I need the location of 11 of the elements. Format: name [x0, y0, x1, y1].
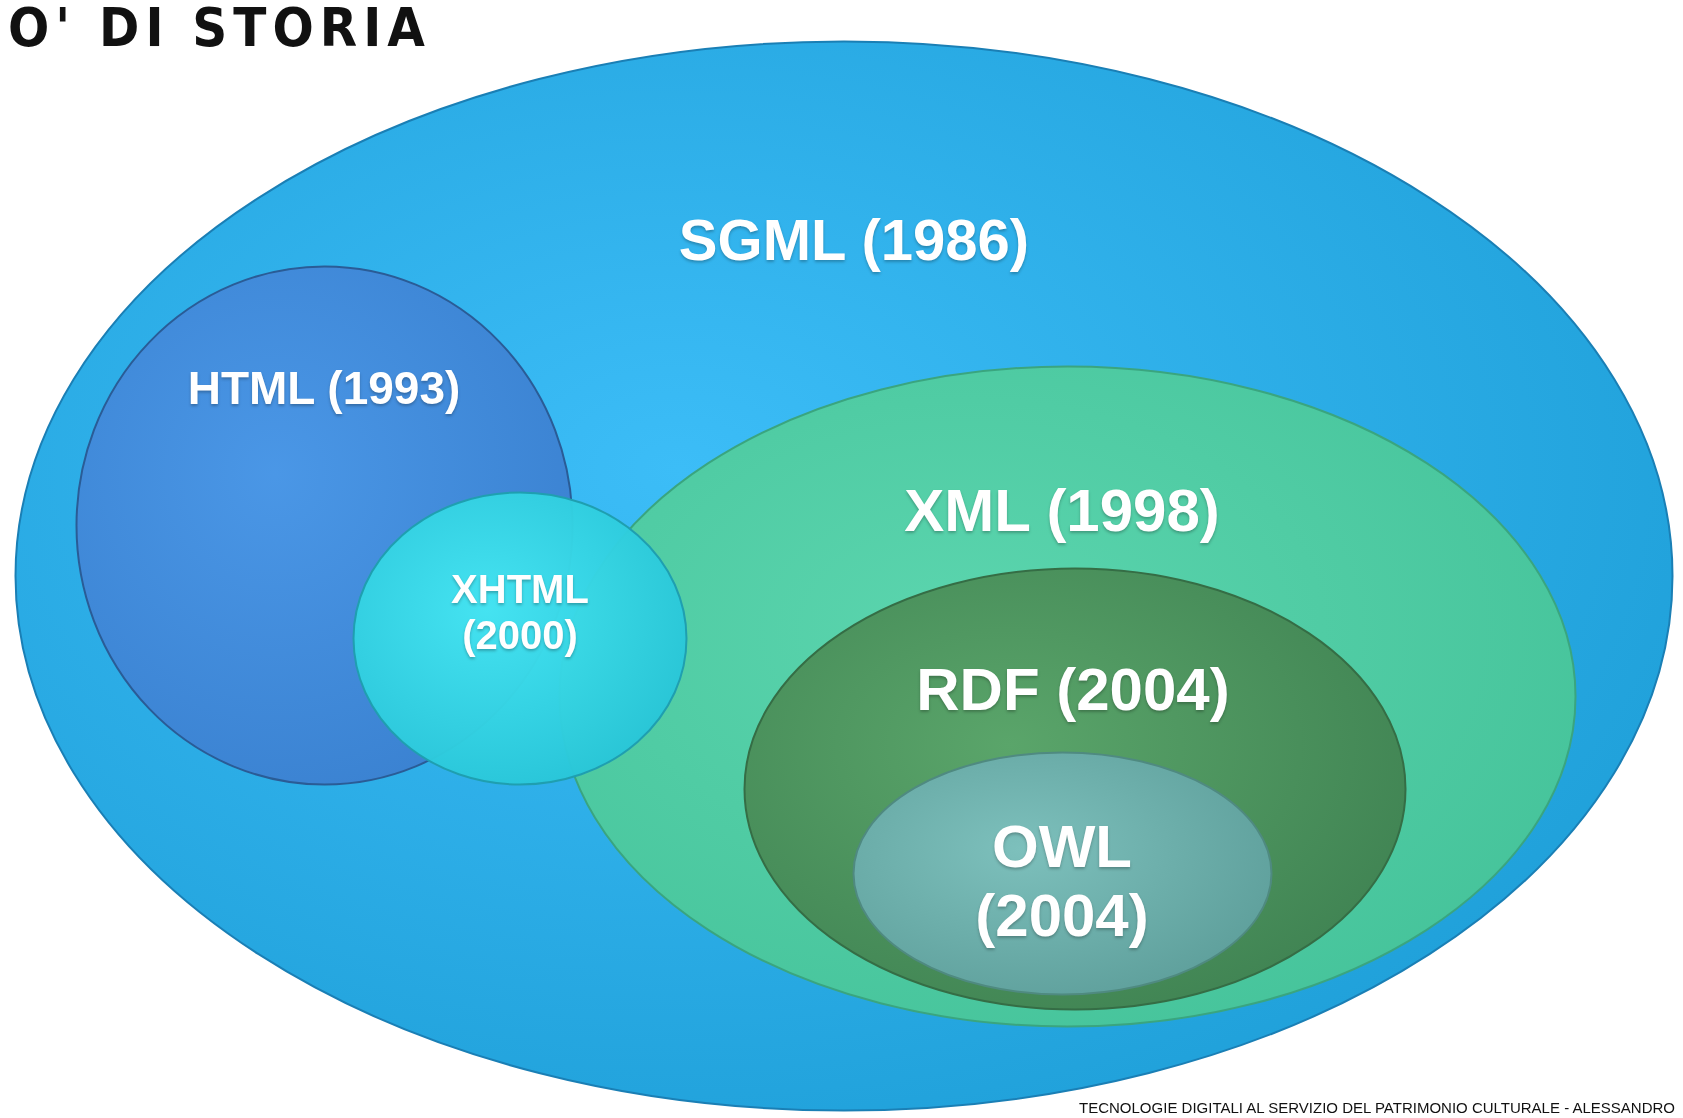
set-label: RDF (2004)	[915, 654, 1231, 724]
set-label: OWL (2004)	[974, 812, 1150, 950]
set-label: XML (1998)	[903, 475, 1221, 545]
footer-note: TECNOLOGIE DIGITALI AL SERVIZIO DEL PATRIMONIO CULTURALE - ALESSANDRO	[1079, 1099, 1675, 1116]
set-ellipse	[852, 751, 1273, 996]
set-label: HTML (1993)	[186, 361, 462, 415]
slide-title: O' DI STORIA	[8, 0, 431, 59]
set-label: XHTML (2000)	[450, 566, 590, 658]
set-ellipse	[352, 491, 688, 786]
set-ellipse	[743, 567, 1407, 1011]
set-label: SGML (1986)	[677, 206, 1031, 274]
